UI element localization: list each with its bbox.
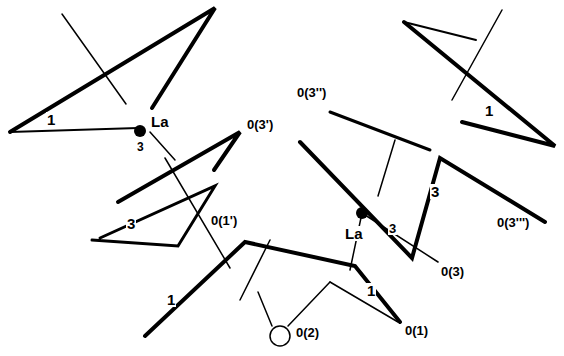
ligand-bond [165,158,230,268]
oxygen-atom [270,326,290,346]
coordination-bond [288,282,330,326]
ligand-bond [10,128,138,132]
ligand-number: 1 [366,283,376,298]
atom-label: 0(3') [246,118,274,131]
atom-label: La [344,226,364,241]
atom-label: 0(1') [210,214,238,227]
lanthanum-atom [134,125,146,137]
ligand-bond [145,242,400,336]
coordination-bond [362,213,438,262]
coordination-bond [150,132,175,160]
ligand-number: 3 [126,216,136,231]
ligand-bond [236,242,245,250]
ligand-number: 1 [46,112,56,127]
atom-label: 0(2) [295,326,320,339]
ligand-bond [118,132,240,202]
atom-label: 0(3''') [496,216,530,229]
atom-label: 0(1) [404,324,429,337]
ligand-number: 1 [484,103,494,118]
lanthanum-atom [356,207,368,219]
ligand-bond [404,22,555,146]
atom-label: La [150,114,170,129]
ligand-bond [330,282,398,322]
ligand-number: 3 [136,141,145,153]
coordination-bond [258,292,272,326]
ligand-number: 3 [430,184,440,199]
ligand-bond [452,10,502,100]
ligand-number: 1 [166,292,176,307]
ligand-number: 3 [388,222,397,235]
ligand-bond [404,22,476,40]
ligand-bond [300,142,545,258]
ligand-bond [10,8,215,132]
atom-label: 0(3'') [296,86,327,99]
ligand-bond [240,240,270,300]
ligand-bond [62,14,126,104]
coordination-bond [350,213,362,270]
ligand-bond [330,112,430,150]
ligand-bond [92,186,215,246]
ligand-bond [378,140,395,196]
atom-label: 0(3) [440,265,465,278]
